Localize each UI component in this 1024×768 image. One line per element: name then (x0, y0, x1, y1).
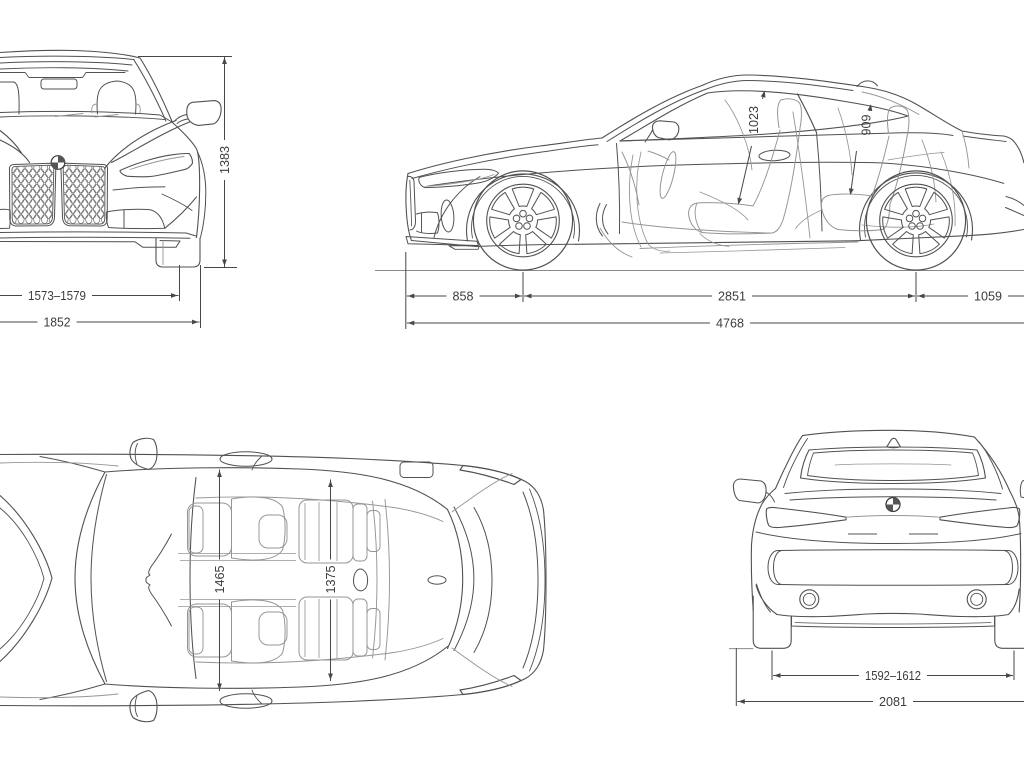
svg-text:1383: 1383 (217, 146, 232, 174)
svg-text:1023: 1023 (746, 106, 761, 134)
svg-text:909: 909 (859, 115, 874, 136)
svg-text:1852: 1852 (44, 315, 71, 330)
svg-text:858: 858 (453, 289, 474, 304)
svg-text:1375: 1375 (323, 566, 338, 594)
svg-text:1592–1612: 1592–1612 (865, 668, 921, 683)
svg-text:1573–1579: 1573–1579 (28, 288, 86, 303)
svg-text:4768: 4768 (716, 316, 744, 331)
svg-text:2081: 2081 (879, 694, 907, 709)
svg-text:2851: 2851 (718, 289, 746, 304)
svg-text:1059: 1059 (974, 289, 1002, 304)
svg-text:1465: 1465 (212, 566, 227, 594)
